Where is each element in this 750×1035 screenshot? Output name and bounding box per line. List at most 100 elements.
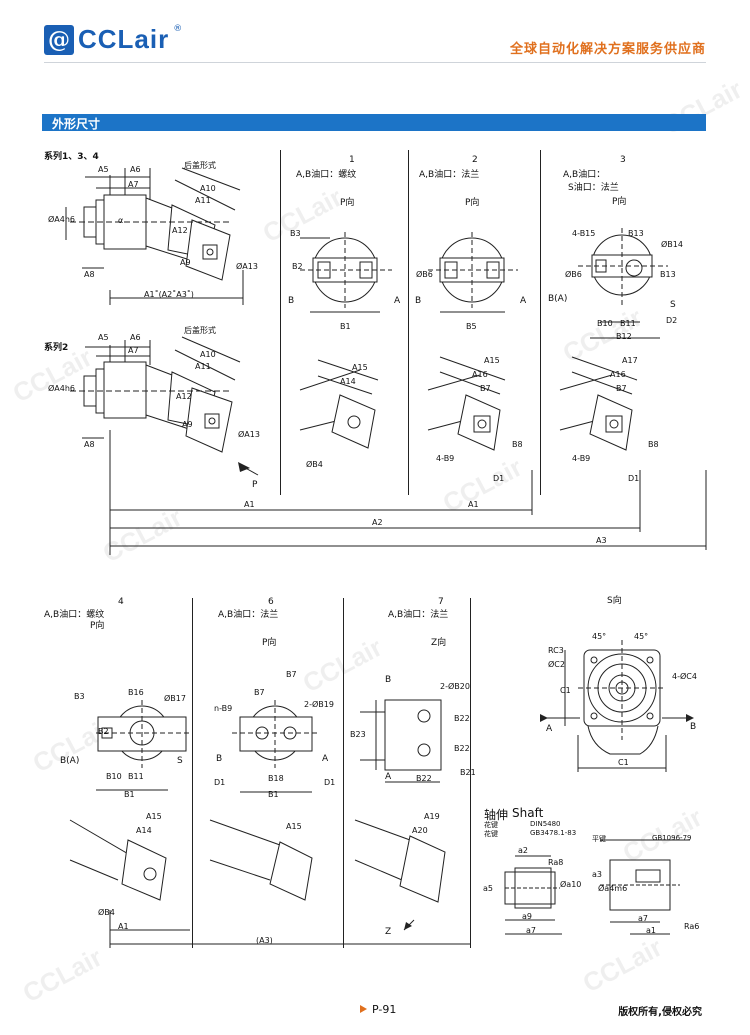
dim-a1: a1 (646, 926, 656, 935)
col3-port: A,B油口： (563, 170, 606, 180)
dim-a2-line: A2 (372, 518, 383, 527)
dim-a3: a3 (592, 870, 602, 879)
port-view-2 (428, 232, 518, 313)
shaft-title: 轴伸 (484, 808, 509, 822)
dim-a19: A19 (424, 812, 440, 821)
dim-a16: A16 (610, 370, 626, 379)
label-p: P (252, 480, 258, 490)
dim-a15: A15 (146, 812, 162, 821)
dim-a7: A7 (128, 346, 139, 355)
dim-c2: ØC2 (548, 660, 565, 669)
dim-b16: B16 (128, 688, 144, 697)
dim-b22: B22 (454, 714, 470, 723)
column-divider (470, 598, 471, 948)
dim-b9: 4-B9 (436, 454, 455, 463)
col6-num: 6 (268, 597, 274, 607)
slogan: 全球自动化解决方案服务供应商 (509, 42, 706, 57)
dim-a7: A7 (128, 180, 139, 189)
section-bar (42, 114, 706, 131)
dim-a4: ØA4h6 (48, 384, 76, 393)
dim-ra8: Ra8 (548, 858, 564, 867)
dim-a11: A11 (195, 196, 211, 205)
dim-a9: A9 (180, 258, 191, 267)
dim-a6: A6 (130, 333, 141, 342)
column-divider (540, 150, 541, 495)
label-ba: B(A) (548, 294, 568, 304)
dim-b1: B1 (124, 790, 135, 799)
dim-b17: ØB17 (164, 694, 186, 703)
dim-ra6: Ra6 (684, 922, 700, 931)
label-b: B (690, 722, 697, 732)
dim-b22: B22 (416, 774, 432, 783)
s-view-flange (542, 640, 690, 772)
dim-a20: A20 (412, 826, 428, 835)
dim-a10: A10 (200, 184, 216, 193)
port-detail-3 (559, 356, 638, 451)
key-label: 平键 (592, 835, 606, 843)
dim-a10: Øa10 (560, 880, 582, 889)
port-detail-1 (299, 359, 379, 449)
copyright: 版权所有,侵权必究 (618, 1007, 702, 1018)
label-a: A (546, 724, 553, 734)
pump-series2-drawing (70, 336, 259, 476)
logo-registered: ® (173, 24, 183, 34)
logo-text: CCLair (78, 24, 170, 54)
dim-b11: B11 (620, 319, 636, 328)
label-a: A (385, 772, 392, 782)
rear-cover-label: 后盖形式 (184, 161, 216, 170)
dim-b14: ØB14 (661, 240, 683, 249)
port-view-7 (354, 699, 446, 931)
dim-a13: ØA13 (238, 430, 260, 439)
dim-a8: A8 (84, 440, 95, 449)
dim-b15: 4-B15 (572, 229, 596, 238)
label-s: S (177, 756, 183, 766)
shaft-drawing (504, 839, 690, 935)
dim-a6: A6 (130, 165, 141, 174)
dim-b19: 2-ØB19 (304, 700, 334, 709)
series-2-label: 系列2 (44, 343, 69, 353)
dim-a5: A5 (98, 165, 109, 174)
dim-a3-line: A3 (596, 536, 607, 545)
dim-d1: D1 (628, 474, 640, 483)
label-b: B (288, 296, 295, 306)
col7-num: 7 (438, 597, 444, 607)
col4-num: 4 (118, 597, 124, 607)
dim-b7: B7 (286, 670, 297, 679)
label-a: A (520, 296, 527, 306)
dim-b13-side: B13 (660, 270, 676, 279)
dim-a15: A15 (352, 363, 368, 372)
dim-c4: 4-ØC4 (672, 672, 697, 681)
dim-a13: ØA13 (236, 262, 258, 271)
page-arrow-icon (360, 1005, 367, 1013)
dim-a9: A9 (182, 420, 193, 429)
col2-view: P向 (465, 198, 480, 208)
dim-b2: B2 (98, 727, 109, 736)
dim-b5: B5 (466, 322, 477, 331)
rear-cover-label: 后盖形式 (184, 326, 216, 335)
dim-a15: A15 (286, 822, 302, 831)
dim-b10: B10 (597, 319, 613, 328)
dim-a2: a2 (518, 846, 528, 855)
col3-num: 3 (620, 155, 626, 165)
dim-b11: B11 (128, 772, 144, 781)
dim-a4m6: Øa4m6 (598, 884, 628, 893)
col2-port: A,B油口：法兰 (419, 170, 480, 180)
port-view-4 (69, 700, 190, 901)
dim-a8: A8 (84, 270, 95, 279)
dim-b23: B23 (350, 730, 366, 739)
dim-b9: n-B9 (214, 704, 233, 713)
dim-d1: D1 (324, 778, 336, 787)
dim-alpha: α (118, 216, 124, 225)
dim-c1: C1 (618, 758, 629, 767)
dim-b7: B7 (254, 688, 265, 697)
dim-b3: B3 (74, 692, 85, 701)
dim-a5: A5 (98, 333, 109, 342)
dim-b8: B8 (512, 440, 523, 449)
label-z: Z (385, 927, 392, 937)
dim-a1: A1˚(A2˚A3˚) (144, 290, 194, 299)
column-divider (280, 150, 281, 495)
dim-a12: A12 (172, 226, 188, 235)
column-divider (408, 150, 409, 495)
dim-b22: B22 (454, 744, 470, 753)
dim-b2: B2 (292, 262, 303, 271)
